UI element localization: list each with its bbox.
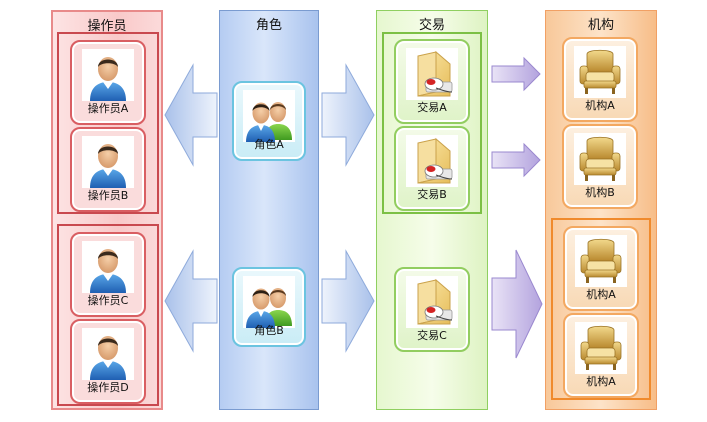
role-column-title: 角色 (255, 18, 282, 33)
folder-mouse-icon (406, 135, 458, 187)
right-arrow-icon (321, 63, 375, 167)
transaction-column: 交易 交易A 交易B 交易C (376, 10, 488, 410)
role-label: 角色A (254, 138, 284, 151)
person-icon (82, 136, 134, 188)
operator-label: 操作员C (87, 294, 129, 307)
transaction-label: 交易A (417, 101, 447, 114)
left-arrow-icon (164, 63, 218, 167)
organization-card[interactable]: 机构A (563, 226, 639, 311)
transaction-column-title: 交易 (418, 18, 445, 33)
operator-card[interactable]: 操作员D (70, 319, 146, 404)
right-arrow-icon (491, 249, 543, 359)
organization-card[interactable]: 机构A (562, 37, 638, 122)
organization-card[interactable]: 机构A (563, 313, 639, 398)
operator-label: 操作员D (87, 381, 129, 394)
operator-card[interactable]: 操作员B (70, 127, 146, 212)
operator-column-title: 操作员 (87, 19, 127, 34)
operator-card[interactable]: 操作员A (70, 40, 146, 125)
role-card[interactable]: 角色B (232, 267, 306, 347)
operator-column: 操作员 操作员A 操作员B 操作员C 操作员D (51, 10, 163, 410)
operator-group-2: 操作员C 操作员D (57, 224, 159, 406)
two-people-icon (243, 90, 295, 142)
operator-label: 操作员B (87, 189, 129, 202)
role-label: 角色B (254, 324, 284, 337)
left-arrow-icon (164, 249, 218, 353)
right-arrow-icon (491, 142, 541, 178)
operator-label: 操作员A (87, 102, 129, 115)
transaction-label: 交易C (417, 329, 447, 342)
armchair-icon (575, 322, 627, 374)
right-arrow-icon (321, 249, 375, 353)
operator-group-1: 操作员A 操作员B (57, 32, 159, 214)
organization-group: 机构A 机构A (551, 218, 651, 400)
organization-label: 机构B (585, 186, 615, 199)
armchair-icon (574, 46, 626, 98)
organization-column-title: 机构 (587, 18, 614, 33)
operator-card[interactable]: 操作员C (70, 232, 146, 317)
folder-mouse-icon (406, 276, 458, 328)
transaction-group: 交易A 交易B (382, 32, 482, 214)
armchair-icon (574, 133, 626, 185)
organization-column: 机构 机构A 机构B 机构A 机构A (545, 10, 657, 410)
transaction-card[interactable]: 交易A (394, 39, 470, 124)
role-column: 角色 角色A 角色B (219, 10, 319, 410)
person-icon (82, 49, 134, 101)
organization-label: 机构A (586, 375, 616, 388)
organization-label: 机构A (586, 288, 616, 301)
two-people-icon (243, 276, 295, 328)
role-card[interactable]: 角色A (232, 81, 306, 161)
transaction-card[interactable]: 交易C (394, 267, 470, 352)
person-icon (82, 328, 134, 380)
armchair-icon (575, 235, 627, 287)
right-arrow-icon (491, 56, 541, 92)
organization-label: 机构A (585, 99, 615, 112)
transaction-card[interactable]: 交易B (394, 126, 470, 211)
person-icon (82, 241, 134, 293)
folder-mouse-icon (406, 48, 458, 100)
organization-card[interactable]: 机构B (562, 124, 638, 209)
transaction-label: 交易B (417, 188, 447, 201)
